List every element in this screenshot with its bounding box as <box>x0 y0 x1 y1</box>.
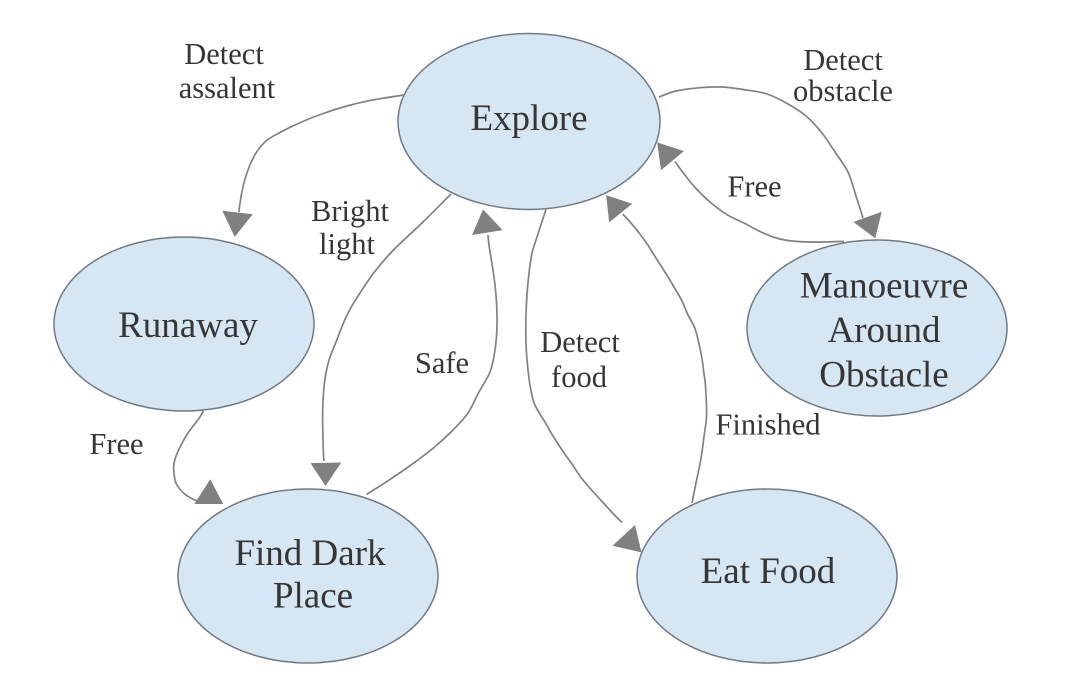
svg-text:Detect: Detect <box>540 325 620 359</box>
svg-text:Finished: Finished <box>715 408 820 442</box>
svg-text:assalent: assalent <box>179 71 276 105</box>
svg-text:Eat Food: Eat Food <box>701 551 836 592</box>
svg-text:Find Dark: Find Dark <box>234 533 386 574</box>
svg-text:Runaway: Runaway <box>118 305 258 346</box>
svg-text:Free: Free <box>727 170 781 204</box>
svg-text:Bright: Bright <box>311 194 389 228</box>
svg-text:Manoeuvre: Manoeuvre <box>800 266 969 307</box>
svg-text:Place: Place <box>273 576 353 617</box>
svg-text:obstacle: obstacle <box>793 74 893 108</box>
svg-text:Obstacle: Obstacle <box>819 355 948 396</box>
svg-text:Detect: Detect <box>184 37 264 71</box>
svg-text:food: food <box>551 360 607 394</box>
svg-text:Explore: Explore <box>470 98 587 139</box>
svg-text:Around: Around <box>827 310 941 351</box>
svg-text:Detect: Detect <box>803 43 883 77</box>
svg-text:light: light <box>319 227 375 261</box>
svg-text:Free: Free <box>89 427 143 461</box>
svg-text:Safe: Safe <box>415 346 469 380</box>
